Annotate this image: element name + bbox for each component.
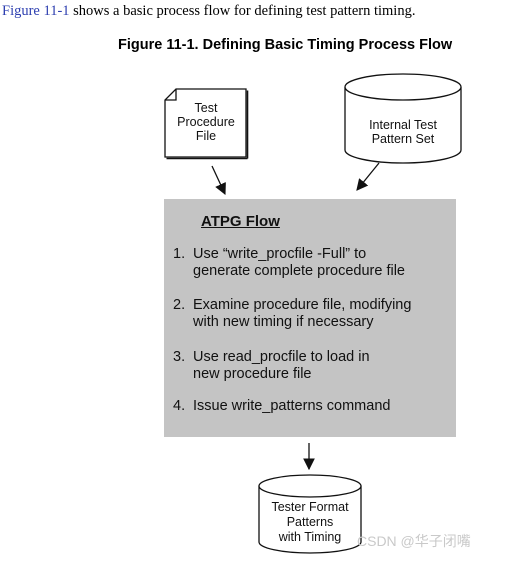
arrow-procedure-to-flow bbox=[211, 165, 226, 196]
label-line: File bbox=[195, 129, 217, 143]
internal-pattern-set-cylinder bbox=[344, 73, 462, 164]
step-line-2: with new timing if necessary bbox=[193, 314, 374, 330]
label-line: with Timing bbox=[278, 530, 342, 544]
label-line: Pattern Set bbox=[371, 132, 435, 146]
csdn-watermark: CSDN @华子闭嘴 bbox=[357, 533, 471, 549]
step-line-2: generate complete procedure file bbox=[193, 263, 405, 279]
step-line-1: Examine procedure file, modifying bbox=[193, 297, 412, 313]
internal-pattern-set-label: Internal Test Pattern Set bbox=[345, 118, 461, 146]
flow-step-2: 2. Examine procedure file, modifying with… bbox=[173, 297, 411, 331]
step-line-1: Use “write_procfile -Full” to bbox=[193, 246, 367, 262]
label-line: Tester Format bbox=[271, 500, 349, 514]
step-number: 3. bbox=[173, 349, 186, 365]
label-line: Test bbox=[194, 101, 218, 115]
tester-format-patterns-label: Tester Format Patterns with Timing bbox=[259, 500, 361, 545]
figure-link[interactable]: Figure 11-1 bbox=[2, 3, 70, 19]
step-line-2: new procedure file bbox=[193, 366, 312, 382]
atpg-flow-box bbox=[164, 199, 456, 437]
intro-sentence: Figure 11-1 shows a basic process flow f… bbox=[2, 3, 415, 20]
label-line: Internal Test bbox=[369, 118, 437, 132]
step-line-1: Issue write_patterns command bbox=[193, 398, 391, 414]
step-number: 4. bbox=[173, 398, 186, 414]
label-line: Procedure bbox=[177, 115, 235, 129]
test-procedure-file-label: Test Procedure File bbox=[166, 101, 246, 143]
arrow-patterns-to-flow bbox=[356, 162, 380, 191]
tester-format-patterns-cylinder bbox=[258, 474, 362, 554]
flow-step-4: 4. Issue write_patterns command bbox=[173, 398, 390, 415]
flow-step-1: 1. Use “write_procfile -Full” to generate… bbox=[173, 246, 405, 280]
atpg-flow-title: ATPG Flow bbox=[201, 213, 280, 230]
flow-step-3: 3. Use read_procfile to load in new proce… bbox=[173, 349, 370, 383]
figure-title: Figure 11-1. Defining Basic Timing Proce… bbox=[118, 37, 453, 53]
step-line-1: Use read_procfile to load in bbox=[193, 349, 370, 365]
intro-text: shows a basic process flow for defining … bbox=[69, 3, 416, 19]
step-number: 2. bbox=[173, 297, 186, 313]
test-procedure-file-shape bbox=[164, 88, 249, 160]
step-number: 1. bbox=[173, 246, 186, 262]
label-line: Patterns bbox=[286, 515, 334, 529]
